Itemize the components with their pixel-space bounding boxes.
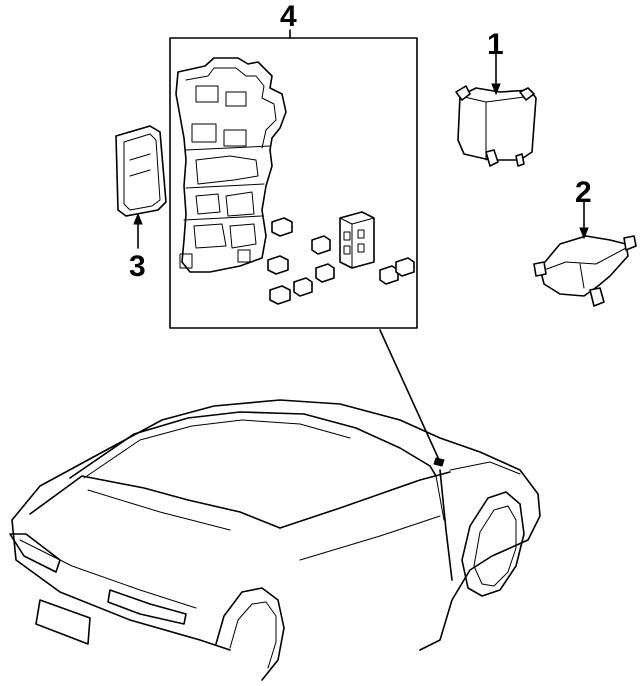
small-fuses (267, 217, 415, 305)
module-part-2 (533, 235, 637, 307)
callout-number-2: 2 (575, 176, 592, 209)
arrowhead-1 (491, 83, 501, 96)
relay-block (339, 211, 375, 269)
module-part-1 (455, 85, 537, 167)
arrowhead-2 (579, 227, 589, 240)
junction-block (175, 57, 287, 273)
detail-frame (169, 29, 418, 329)
arrowhead-3 (133, 212, 143, 225)
car-outline (9, 399, 541, 681)
callout-number-4: 4 (280, 0, 297, 33)
cover-panel (115, 125, 167, 217)
leader-line-4-car (379, 329, 441, 463)
callout-number-1: 1 (487, 28, 504, 61)
callout-number-3: 3 (129, 250, 146, 283)
